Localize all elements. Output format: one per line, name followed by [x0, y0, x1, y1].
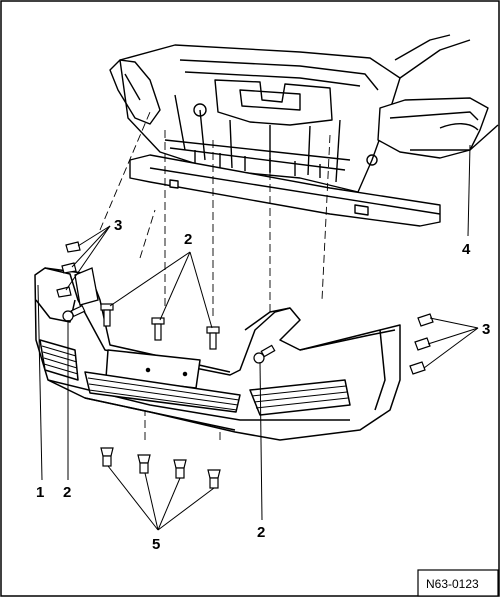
bumper-guide-left	[74, 267, 99, 306]
headlight-right	[377, 97, 499, 159]
callout-2-lower-left: 2	[63, 484, 71, 501]
reference-code: N63-0123	[426, 577, 479, 591]
rivet-5-d	[207, 469, 221, 489]
callout-2-top: 2	[184, 231, 192, 248]
screw-2-e	[253, 344, 276, 364]
callout-1: 1	[36, 484, 44, 501]
screw-2-c	[206, 326, 220, 350]
clip-3-left-c	[56, 286, 72, 298]
rivet-5-b	[137, 454, 151, 474]
leader-lines	[37, 144, 479, 531]
clip-3-left-b	[61, 262, 77, 274]
rivet-5-a	[100, 447, 114, 467]
rivet-5-c	[173, 459, 187, 479]
callout-3-left: 3	[114, 217, 122, 234]
impact-bar	[129, 154, 441, 227]
clip-3-right-b	[414, 337, 431, 351]
reference-code-box	[417, 569, 499, 597]
bumper-cover	[34, 267, 401, 441]
screw-2-b	[151, 317, 165, 341]
callout-4: 4	[462, 241, 471, 258]
clip-3-left-a	[65, 241, 81, 253]
callout-2-bottom: 2	[257, 524, 265, 541]
clip-3-right-c	[409, 361, 426, 375]
lock-carrier-assembly	[109, 34, 471, 193]
screw-2-a	[100, 303, 114, 327]
callout-5: 5	[152, 536, 160, 553]
callout-3-right: 3	[482, 321, 490, 338]
clip-3-right-a	[417, 313, 434, 327]
